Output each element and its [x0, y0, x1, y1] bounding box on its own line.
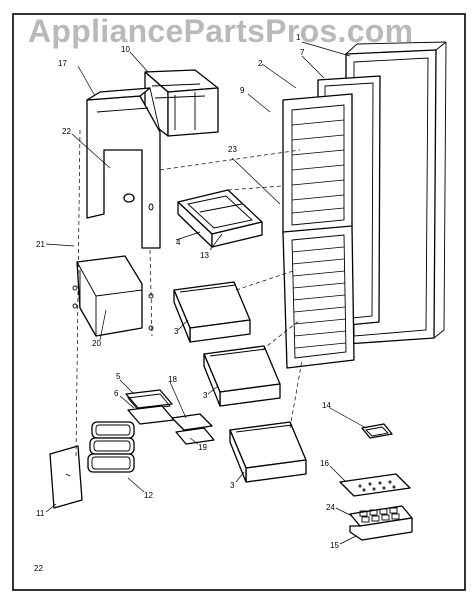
part-door-bin-1 — [173, 281, 251, 343]
part-pad-19 — [175, 427, 215, 445]
leader-lines — [45, 41, 367, 545]
callout-labels: 1 2 4 13 3 3 3 5 6 7 9 10 11 12 14 15 16… — [36, 33, 339, 550]
callout-3c: 3 — [230, 481, 235, 490]
watermark-text: AppliancePartsPros.com — [28, 13, 413, 49]
dashed-guides — [75, 129, 303, 457]
part-door-liner — [282, 93, 355, 369]
part-ice-tray — [349, 505, 413, 527]
callout-5: 5 — [116, 372, 121, 381]
callout-6: 6 — [114, 389, 119, 398]
callout-15: 15 — [330, 541, 339, 550]
callout-19: 19 — [198, 443, 207, 452]
callout-16: 16 — [320, 459, 329, 468]
callout-11: 11 — [36, 509, 45, 518]
callout-23: 23 — [228, 145, 237, 154]
callout-20: 20 — [92, 339, 101, 348]
part-door-bin-2 — [203, 345, 281, 407]
callout-24: 24 — [326, 503, 335, 512]
callout-18: 18 — [168, 375, 177, 384]
part-pad-18 — [171, 413, 213, 431]
part-crisper-tray — [177, 189, 263, 248]
part-panel — [49, 445, 83, 509]
callout-22: 22 — [62, 127, 71, 136]
callout-9: 9 — [240, 86, 245, 95]
callout-17: 17 — [58, 59, 67, 68]
callout-1: 1 — [296, 33, 301, 42]
part-pad-5 — [125, 389, 173, 411]
part-ice-tray-lid — [339, 473, 411, 497]
page-number: 22 — [34, 564, 43, 573]
callout-21: 21 — [36, 240, 45, 249]
knob-icon — [123, 193, 135, 203]
callout-4: 4 — [176, 238, 181, 247]
callout-3b: 3 — [203, 391, 208, 400]
part-drawer — [72, 255, 154, 337]
callout-13: 13 — [200, 251, 209, 260]
callout-10: 10 — [121, 45, 130, 54]
callout-3a: 3 — [174, 327, 179, 336]
part-clip — [361, 423, 393, 439]
part-pad-6 — [127, 405, 175, 425]
part-stacked-containers — [87, 421, 135, 473]
callout-2: 2 — [258, 59, 263, 68]
part-ice-bucket — [349, 517, 413, 541]
callout-7: 7 — [300, 48, 305, 57]
part-door-bin-3 — [229, 421, 307, 483]
callout-14: 14 — [322, 401, 331, 410]
diagram-border — [12, 13, 466, 591]
callout-12: 12 — [144, 491, 153, 500]
part-freezer-frame — [86, 87, 161, 249]
